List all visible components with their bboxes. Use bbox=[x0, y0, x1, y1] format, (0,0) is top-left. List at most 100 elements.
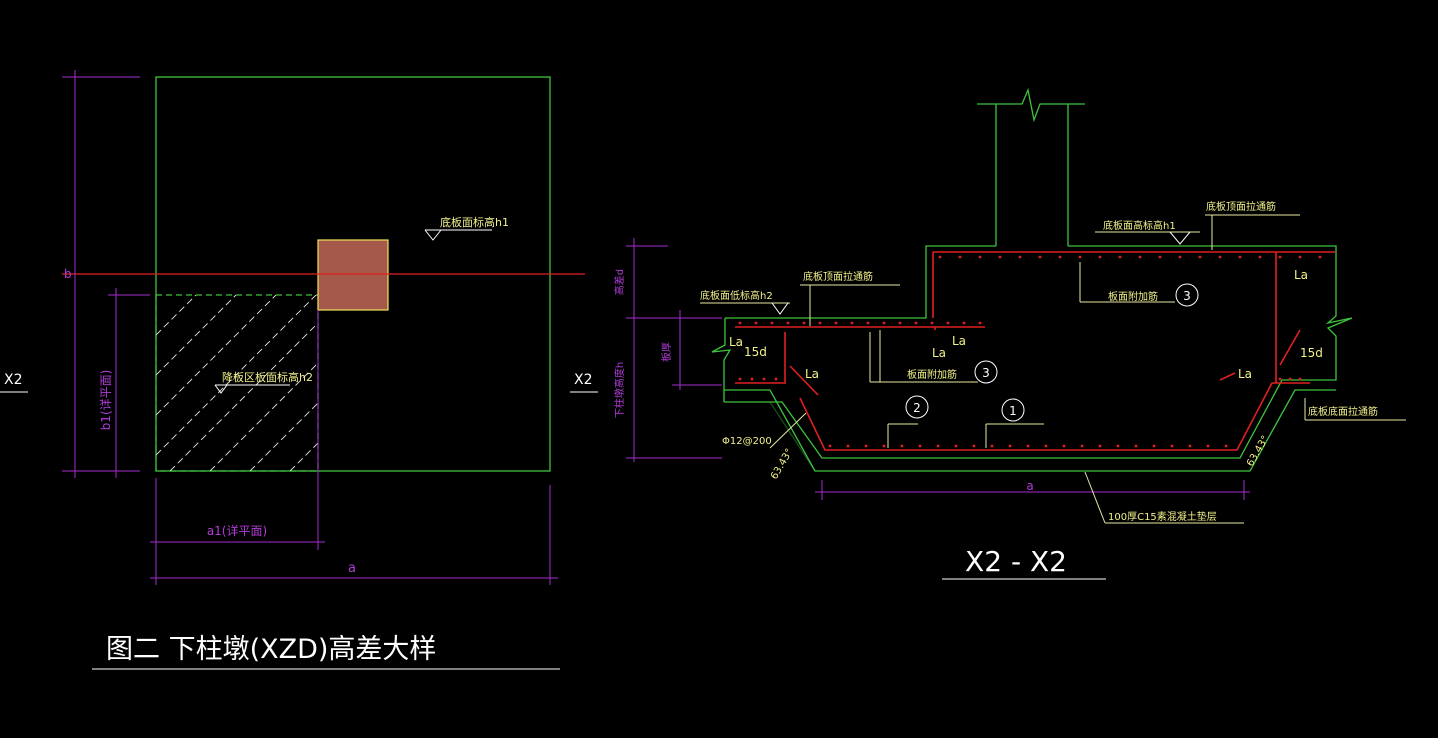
label-added-bar-3a: 板面附加筋 bbox=[1108, 290, 1158, 303]
rebar-dot bbox=[738, 321, 742, 325]
angle-label-left: 63.43° bbox=[769, 447, 795, 482]
rebar-dot bbox=[936, 444, 940, 448]
rebar-dot bbox=[1008, 444, 1012, 448]
angle-label-right: 63.43° bbox=[1245, 434, 1271, 469]
rebar-dot bbox=[864, 444, 868, 448]
rebar-dot bbox=[1080, 444, 1084, 448]
rebar-dot bbox=[1178, 255, 1182, 259]
elevation-h2-marker bbox=[214, 384, 290, 394]
added-rebar-right bbox=[1219, 329, 1301, 381]
rebar-dot bbox=[938, 255, 942, 259]
rebar-dot bbox=[1188, 444, 1192, 448]
rebar-dot bbox=[1116, 444, 1120, 448]
dim-slab-label: 板厚 bbox=[660, 342, 673, 362]
rebar-dot bbox=[958, 255, 962, 259]
rebar-dot bbox=[978, 255, 982, 259]
section-mark-right: X2 bbox=[574, 372, 593, 388]
rebar-dot bbox=[818, 321, 822, 325]
rebar-dot bbox=[900, 444, 904, 448]
column-block bbox=[317, 239, 389, 311]
rebar-dot bbox=[972, 444, 976, 448]
label-h1: 底板面标高h1 bbox=[440, 215, 509, 229]
elevation-h2-marker-right bbox=[771, 302, 789, 315]
label-bottom-bar: 底板底面拉通筋 bbox=[1308, 405, 1378, 418]
rebar-dot bbox=[962, 321, 966, 325]
la-label-bottom-right: La bbox=[1238, 367, 1252, 381]
rebar-dot bbox=[1058, 255, 1062, 259]
rebar-dot bbox=[1224, 444, 1228, 448]
rebar-dot bbox=[1018, 255, 1022, 259]
rebar-dot bbox=[1198, 255, 1202, 259]
rebar-dot bbox=[1098, 444, 1102, 448]
section-title: X2 - X2 bbox=[965, 545, 1067, 578]
section-mark-left: X2 bbox=[4, 372, 23, 388]
label-h2: 降板区板面标高h2 bbox=[222, 370, 313, 384]
circle-label-3-lower: 3 bbox=[982, 366, 990, 380]
rebar-dot bbox=[1098, 255, 1102, 259]
rebar-dot bbox=[930, 321, 934, 325]
label-cushion: 100厚C15素混凝土垫层 bbox=[1108, 510, 1217, 523]
label-h2-right: 底板面低标高h2 bbox=[700, 289, 773, 302]
rebar-dot bbox=[1318, 255, 1322, 259]
rebar-dot bbox=[834, 321, 838, 325]
dim-b-label: b bbox=[64, 267, 72, 281]
lowered-region-hatch bbox=[156, 295, 318, 471]
rebar-dot bbox=[1206, 444, 1210, 448]
rebar-dot bbox=[1044, 444, 1048, 448]
rebar-dot bbox=[1238, 255, 1242, 259]
rebar-dot bbox=[1278, 377, 1282, 381]
rebar-dot bbox=[954, 444, 958, 448]
section-view bbox=[626, 87, 1406, 580]
circle-marker-3-upper bbox=[1175, 283, 1199, 307]
la-label-left: La bbox=[729, 335, 743, 349]
top-low-rebar bbox=[735, 326, 985, 330]
la-label-bottom-left: La bbox=[805, 367, 819, 381]
circle-label-2: 2 bbox=[913, 401, 921, 415]
rebar-dot bbox=[882, 321, 886, 325]
rebar-dot bbox=[774, 377, 778, 381]
plan-view bbox=[0, 70, 598, 585]
dim-b1-label: b1(详平面) bbox=[98, 370, 113, 431]
rebar-dot bbox=[1152, 444, 1156, 448]
column-outline bbox=[977, 87, 1085, 246]
d15-label-left: 15d bbox=[744, 345, 767, 359]
rebar-dot bbox=[1026, 444, 1030, 448]
rebar-dot bbox=[1138, 255, 1142, 259]
rebar-dot bbox=[750, 377, 754, 381]
rebar-dot bbox=[762, 377, 766, 381]
d15-label-right: 15d bbox=[1300, 346, 1323, 360]
rebar-dot bbox=[1298, 377, 1302, 381]
slab-break-left bbox=[711, 318, 732, 402]
elevation-h1-marker bbox=[424, 229, 492, 241]
rebar-dot bbox=[770, 321, 774, 325]
dim-a1-label: a1(详平面) bbox=[207, 523, 267, 538]
bottom-rebar bbox=[735, 382, 1310, 451]
rebar-dot bbox=[738, 377, 742, 381]
top-high-rebar bbox=[932, 251, 1335, 318]
rebar-dot bbox=[846, 444, 850, 448]
label-top-bar: 底板顶面拉通筋 bbox=[1206, 200, 1276, 213]
rebar-dot bbox=[998, 255, 1002, 259]
rebar-dot bbox=[866, 321, 870, 325]
dim-a-right-label: a bbox=[1026, 479, 1033, 493]
la-label-top-right: La bbox=[1294, 268, 1308, 282]
rebar-dot bbox=[802, 321, 806, 325]
rebar-dot bbox=[990, 444, 994, 448]
figure-title: 图二 下柱墩(XZD)高差大样 bbox=[106, 634, 436, 665]
rebar-dot bbox=[1118, 255, 1122, 259]
pier-outline bbox=[724, 245, 1353, 459]
rebar-dot bbox=[898, 321, 902, 325]
rebar-dot bbox=[828, 444, 832, 448]
rebar-dot bbox=[1218, 255, 1222, 259]
circle-marker-2 bbox=[905, 395, 929, 419]
label-bar-spec: Φ12@200 bbox=[722, 436, 772, 447]
dim-h-label: 下柱墩高度h bbox=[613, 362, 626, 418]
la-label-mid-2: La bbox=[932, 346, 946, 360]
rebar-dot bbox=[978, 321, 982, 325]
label-added-bar-3b: 板面附加筋 bbox=[907, 368, 957, 381]
rebar-dot bbox=[918, 444, 922, 448]
rebar-dot bbox=[754, 321, 758, 325]
rebar-dot bbox=[1298, 255, 1302, 259]
added-rebar-left bbox=[784, 332, 819, 396]
